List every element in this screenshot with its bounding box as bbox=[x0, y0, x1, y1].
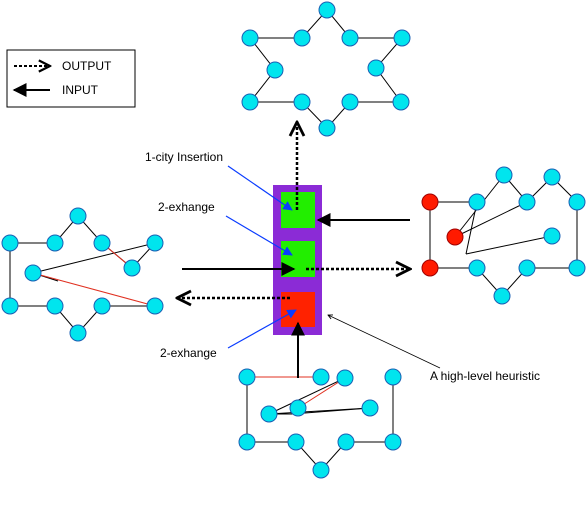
tour-bottom-node bbox=[238, 433, 256, 451]
tour-left-changed-edge-2 bbox=[32, 272, 156, 307]
tour-bottom-outer-edges bbox=[246, 377, 394, 471]
tour-right-node-highlighted bbox=[446, 228, 464, 246]
flow-arrows bbox=[177, 122, 410, 378]
tour-right-node-highlighted bbox=[421, 259, 439, 277]
tour-top-node bbox=[293, 29, 311, 47]
tour-bottom-node bbox=[260, 405, 278, 423]
tour-right-node bbox=[568, 193, 586, 211]
tour-top-node bbox=[241, 93, 259, 111]
tour-top-node bbox=[393, 29, 411, 47]
tour-right-node bbox=[543, 168, 561, 186]
tour-left-lower-edges bbox=[9, 243, 155, 334]
tour-right-node bbox=[493, 287, 511, 305]
tour-top-node bbox=[293, 93, 311, 111]
tour-bottom-node bbox=[287, 433, 305, 451]
label-two-exchange-bottom: 2-exhange bbox=[160, 346, 217, 360]
tour-right-node bbox=[518, 259, 536, 277]
tour-right-edge-b bbox=[454, 201, 528, 238]
legend: OUTPUT INPUT bbox=[6, 49, 136, 108]
tour-right-node bbox=[568, 259, 586, 277]
tour-left-node bbox=[93, 234, 111, 252]
tour-left-node bbox=[146, 234, 164, 252]
tour-left-edge-a bbox=[32, 242, 156, 274]
tour-right-node bbox=[468, 193, 486, 211]
two-exchange-green-box bbox=[281, 241, 315, 277]
tour-bottom-node bbox=[384, 433, 402, 451]
tour-top-node bbox=[241, 29, 259, 47]
tour-left-node bbox=[24, 264, 42, 282]
heuristic-labels: 1-city Insertion 2-exhange 2-exhange A h… bbox=[145, 150, 540, 383]
tour-bottom-edge-b bbox=[268, 377, 346, 415]
tour-top-node bbox=[341, 93, 359, 111]
tour-left-node bbox=[123, 259, 141, 277]
tour-bottom bbox=[246, 376, 394, 471]
tour-right-node bbox=[468, 259, 486, 277]
two-exchange-red-box bbox=[281, 292, 315, 327]
legend-input-label: INPUT bbox=[62, 83, 99, 97]
tour-bottom-node bbox=[337, 433, 355, 451]
tour-top-node bbox=[367, 59, 385, 77]
tour-top-node bbox=[392, 93, 410, 111]
tour-bottom-node bbox=[312, 461, 330, 479]
tour-bottom-node bbox=[336, 369, 354, 387]
tour-right-outer-edges bbox=[429, 174, 578, 297]
tour-bottom-edge-c bbox=[291, 407, 371, 415]
tour-nodes bbox=[1, 1, 586, 479]
tour-bottom-node bbox=[238, 368, 256, 386]
tour-bottom-node bbox=[361, 399, 379, 417]
label-high-level-heuristic: A high-level heuristic bbox=[430, 369, 540, 383]
tour-left-node bbox=[46, 297, 64, 315]
tour-right-edge-e bbox=[465, 235, 553, 255]
tour-bottom-node bbox=[289, 399, 307, 417]
tour-right-node bbox=[495, 166, 513, 184]
pointer-one-city-insertion bbox=[227, 165, 293, 211]
tour-left-node bbox=[69, 207, 87, 225]
tour-left-node bbox=[1, 297, 19, 315]
tour-left-node bbox=[1, 234, 19, 252]
tour-right-node bbox=[518, 193, 536, 211]
pointer-two-exchange-top bbox=[225, 215, 293, 256]
tour-top-node bbox=[318, 119, 336, 137]
tour-top-node bbox=[341, 29, 359, 47]
tour-left-node bbox=[46, 234, 64, 252]
pointer-high-level-heuristic bbox=[328, 315, 441, 369]
tour-right-edge-d bbox=[465, 201, 478, 255]
label-one-city-insertion: 1-city Insertion bbox=[145, 150, 223, 164]
tour-right-node-highlighted bbox=[421, 193, 439, 211]
tour-left-node bbox=[146, 297, 164, 315]
legend-output-label: OUTPUT bbox=[62, 59, 112, 73]
tour-right-node bbox=[543, 227, 561, 245]
tour-left-node bbox=[93, 297, 111, 315]
tour-top-node bbox=[318, 1, 336, 19]
label-two-exchange-top: 2-exhange bbox=[158, 200, 215, 214]
pointer-two-exchange-bottom bbox=[227, 309, 297, 349]
tour-top-node bbox=[266, 61, 284, 79]
tour-left-node bbox=[69, 324, 87, 342]
tour-bottom-node bbox=[312, 368, 330, 386]
legend-box bbox=[6, 49, 136, 108]
tour-bottom-changed-edge-2 bbox=[297, 377, 346, 409]
tour-bottom-node bbox=[384, 368, 402, 386]
